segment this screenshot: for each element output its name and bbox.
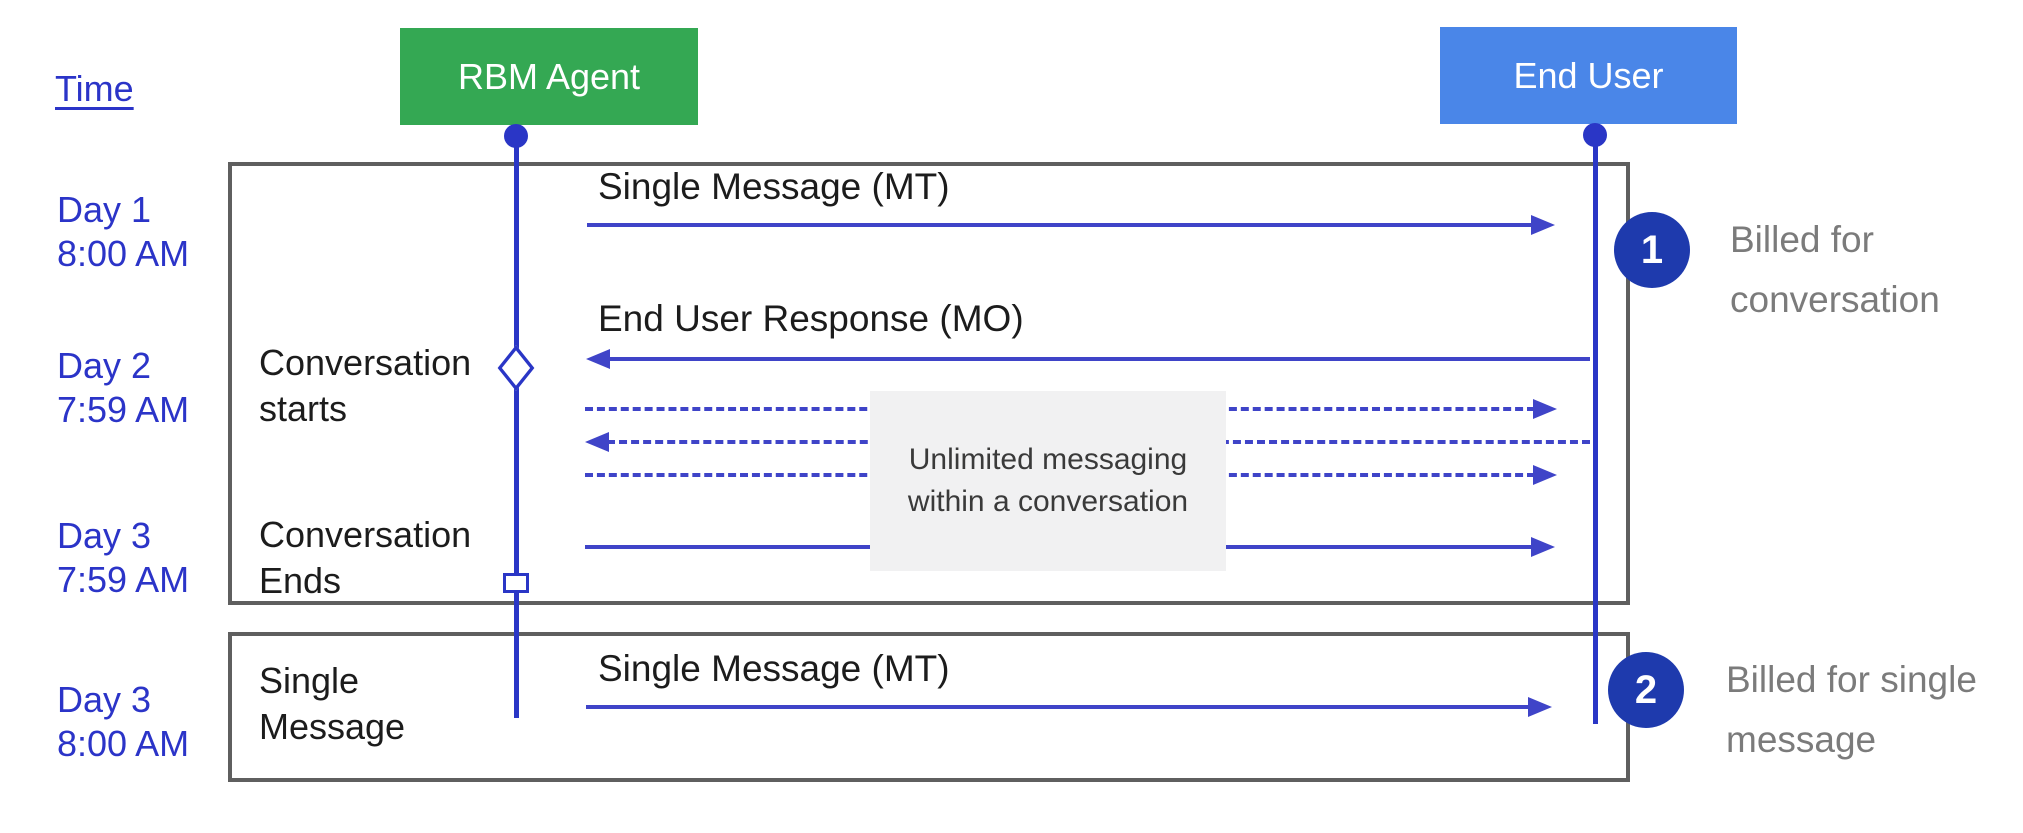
conversation-ends-label: Conversation Ends — [259, 514, 472, 601]
step-badge-number: 1 — [1640, 227, 1664, 272]
timeline-day: Day 2 — [57, 345, 152, 386]
end-user-lifeline — [1593, 129, 1598, 724]
step-badge-number: 2 — [1634, 667, 1658, 712]
time-axis-label: Time — [55, 68, 134, 109]
billed-for-single-message-annotation: Billed for single message — [1726, 659, 1977, 760]
single-message-label: Single Message — [259, 660, 406, 747]
timeline-time: 8:00 AM — [57, 233, 190, 274]
end-user-label: End User — [1513, 54, 1664, 96]
rbm-agent-lifeline — [514, 130, 519, 718]
arrow-right-icon — [1531, 215, 1555, 235]
timeline-label-day1: Day 1 8:00 AM — [57, 188, 247, 276]
conversation-end-square-marker — [503, 573, 529, 593]
timeline-day: Day 3 — [57, 679, 152, 720]
timeline-label-day3-single: Day 3 8:00 AM — [57, 678, 247, 766]
mt-message-label: Single Message (MT) — [598, 166, 950, 207]
arrow-right-icon — [1533, 465, 1557, 485]
unlimited-messaging-note-text: Unlimited messaging within a conversatio… — [907, 443, 1189, 518]
unlimited-messaging-note: Unlimited messaging within a conversatio… — [870, 391, 1226, 571]
timeline-time: 7:59 AM — [57, 389, 190, 430]
conversation-starts-label: Conversation starts — [259, 342, 472, 429]
rbm-agent-actor-box: RBM Agent — [400, 28, 698, 125]
arrow-left-icon — [586, 349, 610, 369]
timeline-time: 7:59 AM — [57, 559, 190, 600]
timeline-label-day3-end: Day 3 7:59 AM — [57, 514, 247, 602]
conversation-frame-box — [228, 162, 1630, 605]
arrow-right-icon — [1528, 697, 1552, 717]
mo-message-label: End User Response (MO) — [598, 298, 1024, 339]
rbm-agent-lifeline-dot — [504, 124, 528, 148]
timeline-label-day2: Day 2 7:59 AM — [57, 344, 247, 432]
billed-for-conversation-annotation: Billed for conversation — [1730, 219, 1940, 320]
mt-single-message-arrow — [586, 705, 1530, 709]
rbm-agent-label: RBM Agent — [457, 55, 641, 97]
arrow-right-icon — [1533, 399, 1557, 419]
end-user-actor-box: End User — [1440, 27, 1737, 124]
arrow-right-icon — [1531, 537, 1555, 557]
mt-single-message-label: Single Message (MT) — [598, 648, 950, 689]
step-badge-1: 1 — [1614, 212, 1690, 288]
mo-message-arrow — [608, 357, 1590, 361]
arrow-left-icon — [585, 432, 609, 452]
timeline-time: 8:00 AM — [57, 723, 190, 764]
timeline-day: Day 3 — [57, 515, 152, 556]
step-badge-2: 2 — [1608, 652, 1684, 728]
timeline-day: Day 1 — [57, 189, 152, 230]
mt-message-arrow — [587, 223, 1533, 227]
end-user-lifeline-dot — [1583, 123, 1607, 147]
